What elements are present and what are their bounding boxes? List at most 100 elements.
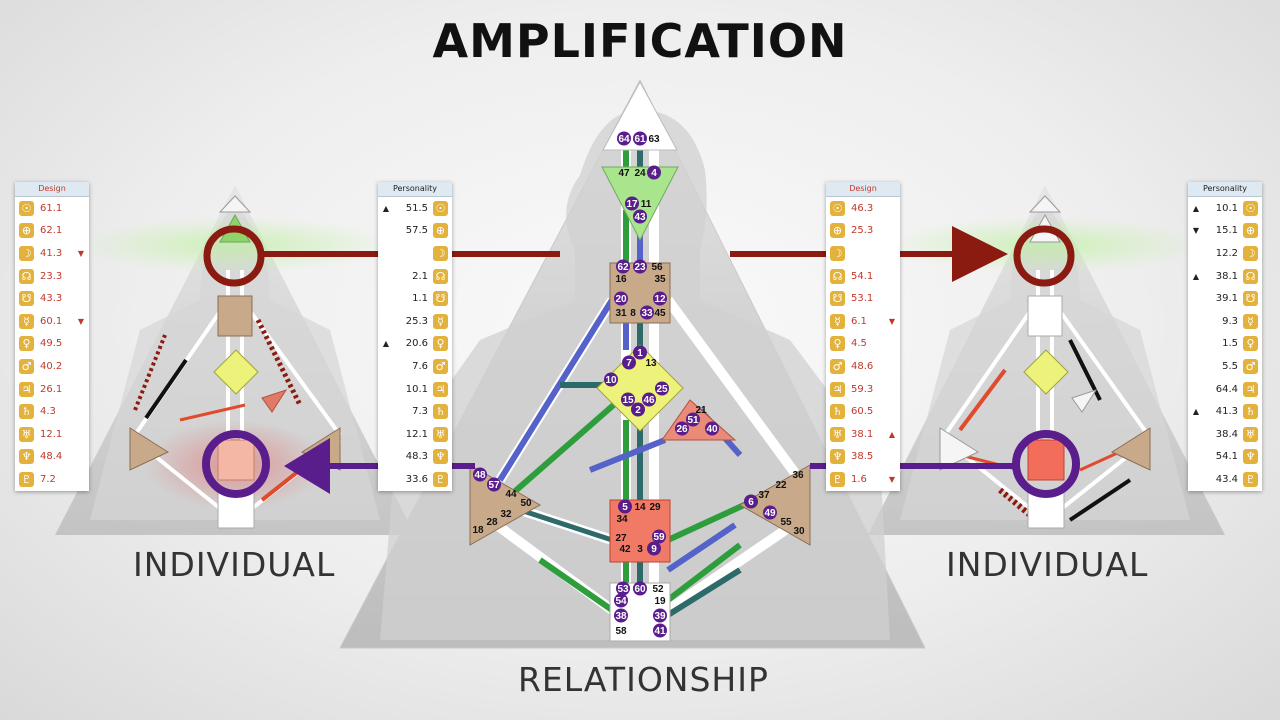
gate-marker	[631, 402, 645, 417]
jupiter-icon: ♃	[830, 381, 845, 397]
gate-marker	[633, 209, 647, 224]
planet-row: ▲38.1☊	[1188, 265, 1262, 288]
planet-row: 25.3 ☿	[378, 310, 452, 333]
south-node-icon: ☋	[19, 291, 34, 307]
planet-row: ♆48.4	[15, 446, 89, 469]
left-head-center	[218, 195, 252, 213]
mars-icon: ♂	[830, 358, 845, 374]
venus-icon: ♀	[830, 336, 845, 352]
gate-marker	[616, 259, 630, 274]
solar-plexus-center	[738, 464, 811, 546]
gate-number: 37	[758, 490, 770, 501]
mars-icon: ♂	[433, 358, 448, 374]
mercury-icon: ☿	[19, 313, 34, 329]
gate-marker	[473, 467, 487, 482]
mercury-icon: ☿	[433, 313, 448, 329]
gate-g: 15	[621, 392, 635, 407]
planet-row: 2.1☊	[378, 265, 452, 288]
page-title: AMPLIFICATION	[432, 14, 848, 68]
planet-row: ♅38.1▲	[826, 423, 900, 446]
gate-throat: 20	[614, 291, 628, 306]
gate-sacral: 5	[618, 499, 632, 514]
planet-value: 7.3	[412, 406, 428, 418]
gate-ajna: 43	[633, 209, 647, 224]
gate-number: 6	[748, 497, 754, 508]
gate-spleen: 57	[487, 477, 501, 492]
gate-number: 13	[645, 358, 657, 369]
jupiter-icon: ♃	[1243, 381, 1258, 397]
sun-icon: ☉	[433, 200, 448, 216]
gate-number: 53	[617, 584, 629, 595]
planet-value: 25.3	[405, 315, 428, 327]
planet-row: ☊23.3	[15, 265, 89, 288]
gate-number: 57	[488, 480, 500, 491]
planet-value: 39.1	[1215, 293, 1238, 305]
motion-marker: ▲	[888, 429, 896, 439]
planet-row: 9.3☿	[1188, 310, 1262, 333]
planet-row: 54.1♆	[1188, 446, 1262, 469]
moon-icon: ☽	[19, 245, 34, 261]
planet-row: ▲20.6♀	[378, 333, 452, 356]
gate-number: 22	[775, 480, 787, 491]
gate-number: 21	[695, 405, 707, 416]
gate-root: 60	[633, 581, 647, 596]
right-sacral-center	[1027, 439, 1065, 481]
planet-value: 12.2	[1215, 247, 1238, 259]
gate-root: 58	[615, 626, 627, 637]
venus-icon: ♀	[433, 336, 448, 352]
gate-number: 50	[520, 498, 532, 509]
motion-marker: ▲	[382, 339, 390, 349]
planet-value: 4.5	[851, 338, 867, 350]
gate-number: 61	[634, 134, 646, 145]
right-head-center	[1028, 195, 1062, 213]
planet-value: 43.3	[40, 293, 63, 305]
gate-ego: 26	[675, 421, 689, 436]
planet-value: 54.1	[851, 270, 874, 282]
gate-number: 52	[652, 584, 664, 595]
gate-number: 28	[486, 517, 498, 528]
gate-throat: 12	[653, 291, 667, 306]
gate-number: 31	[615, 308, 627, 319]
gate-number: 15	[622, 395, 634, 406]
gate-g: 10	[604, 372, 618, 387]
planet-value: 12.1	[405, 428, 428, 440]
planet-row: ♇7.2	[15, 468, 89, 491]
planet-value: 4.3	[40, 406, 56, 418]
motion-marker: ▼	[77, 316, 85, 326]
planet-row: ▲41.3♄	[1188, 400, 1262, 423]
north-node-icon: ☊	[830, 268, 845, 284]
motion-marker: ▲	[382, 203, 390, 213]
gate-sacral: 29	[649, 502, 661, 513]
gate-marker	[647, 541, 661, 556]
planet-value: 6.1	[851, 315, 867, 327]
planet-value: 1.5	[1222, 338, 1238, 350]
gate-marker	[763, 505, 777, 520]
earth-icon: ⊕	[433, 223, 448, 239]
gate-marker	[633, 259, 647, 274]
gate-sacral: 14	[634, 502, 646, 513]
motion-marker: ▼	[888, 316, 896, 326]
gate-number: 49	[764, 508, 776, 519]
right-design-header: Design	[826, 182, 900, 197]
planet-row: 10.1♃	[378, 378, 452, 401]
gate-number: 24	[634, 168, 646, 179]
uranus-icon: ♅	[433, 426, 448, 442]
mercury-icon: ☿	[830, 313, 845, 329]
planet-value: 38.1	[1215, 270, 1238, 282]
gate-marker	[642, 392, 656, 407]
gate-head: 64	[617, 131, 631, 146]
pluto-icon: ♇	[1243, 471, 1258, 487]
gate-spleen: 18	[472, 525, 484, 536]
gate-g: 2	[631, 402, 645, 417]
gate-number: 8	[630, 308, 636, 319]
gate-root: 53	[616, 581, 630, 596]
planet-row: ☋53.1	[826, 287, 900, 310]
gate-number: 25	[656, 384, 668, 395]
gate-marker	[614, 608, 628, 623]
planet-value: 53.1	[851, 293, 874, 305]
planet-row: ☽41.3▼	[15, 242, 89, 265]
planet-value: 41.3	[1215, 406, 1238, 418]
planet-row: ♄4.3	[15, 400, 89, 423]
right-spleen-center	[939, 427, 980, 471]
